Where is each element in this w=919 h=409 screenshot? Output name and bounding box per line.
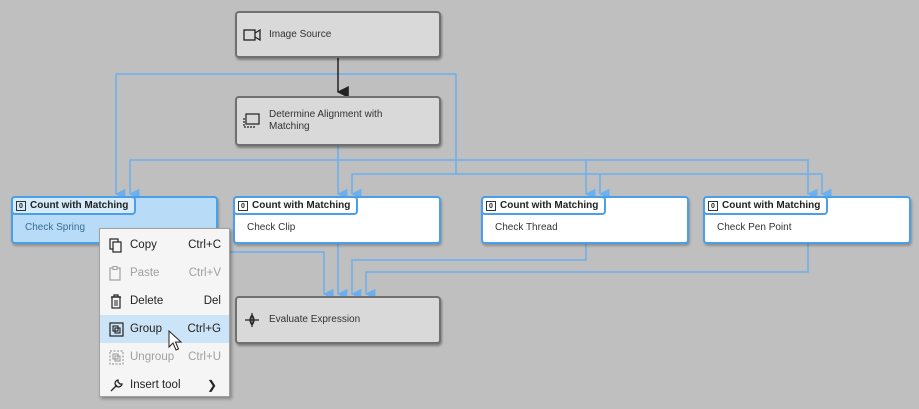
trash-icon (108, 293, 124, 309)
menu-item-insert-tool[interactable]: Insert tool ❯ (100, 371, 229, 399)
node-label: Determine Alignment with Matching (269, 109, 383, 132)
alignment-icon (243, 112, 261, 130)
menu-item-delete[interactable]: Delete Del (100, 287, 229, 315)
tool-name: Check Clip (247, 222, 296, 233)
tool-tag: 0 Count with Matching (11, 196, 137, 215)
mouse-cursor-icon (168, 330, 183, 351)
group-icon (108, 321, 124, 337)
menu-item-copy[interactable]: Copy Ctrl+C (100, 231, 229, 259)
tool-node-check-spring[interactable]: 0 Count with Matching Check Spring (11, 196, 218, 244)
menu-item-group[interactable]: Group Ctrl+G (100, 315, 229, 343)
tool-tag: 0 Count with Matching (481, 196, 607, 215)
image-source-node[interactable]: Image Source (235, 11, 441, 58)
tool-node-check-clip[interactable]: 0 Count with Matching Check Clip (233, 196, 441, 244)
copy-icon (108, 237, 124, 253)
node-label: Evaluate Expression (269, 314, 361, 325)
tool-name: Check Spring (25, 222, 86, 233)
ungroup-icon (108, 349, 124, 365)
chevron-right-icon: ❯ (206, 378, 217, 392)
wrench-icon (108, 377, 124, 393)
tool-name: Check Thread (495, 222, 558, 233)
paste-icon (108, 265, 124, 281)
menu-item-ungroup[interactable]: Ungroup Ctrl+U (100, 343, 229, 371)
tool-tag: 0 Count with Matching (233, 196, 359, 215)
tool-node-check-thread[interactable]: 0 Count with Matching Check Thread (481, 196, 689, 244)
node-label: Image Source (269, 28, 332, 40)
count-matching-icon: 0 (486, 200, 496, 211)
count-matching-icon: 0 (16, 200, 26, 211)
tool-node-check-pen-point[interactable]: 0 Count with Matching Check Pen Point (703, 196, 911, 244)
alignment-node[interactable]: Determine Alignment with Matching (235, 96, 441, 146)
count-matching-icon: 0 (708, 200, 718, 211)
evaluate-expression-node[interactable]: Evaluate Expression (235, 296, 441, 344)
tool-name: Check Pen Point (717, 222, 792, 233)
expression-icon (243, 311, 261, 329)
tool-tag: 0 Count with Matching (703, 196, 829, 215)
context-menu: Copy Ctrl+C Paste Ctrl+V Delete Del Grou… (99, 228, 230, 397)
count-matching-icon: 0 (238, 200, 248, 211)
camera-icon (243, 26, 261, 44)
menu-item-paste[interactable]: Paste Ctrl+V (100, 259, 229, 287)
